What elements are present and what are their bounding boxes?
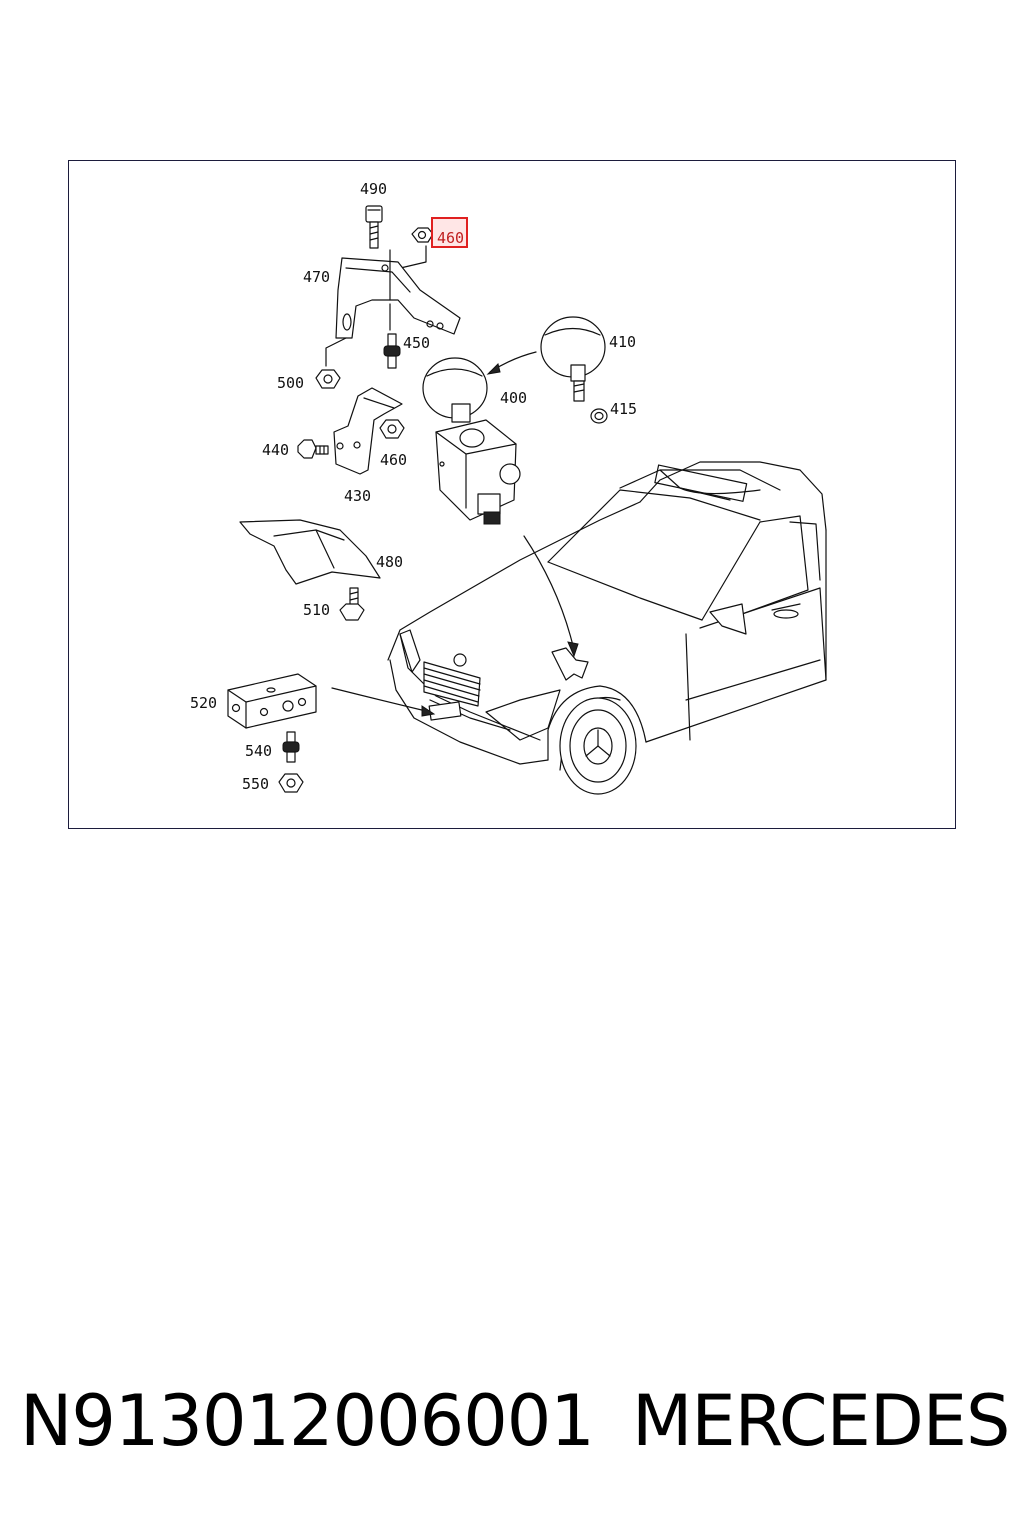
callout-450: 450	[403, 334, 430, 352]
part-440-bolt	[297, 439, 329, 459]
car-illustration	[387, 461, 827, 795]
callout-415: 415	[610, 400, 637, 418]
part-caption: N913012006001 MERCEDES	[20, 1376, 1010, 1466]
arrow-block-to-car	[331, 687, 436, 717]
callout-550: 550	[242, 775, 269, 793]
part-460-nut-lower	[379, 419, 405, 439]
part-415-seal-ring	[590, 408, 608, 424]
exploded-parts-diagram: 490 460 470 450 410 400 500 415 440 460 …	[190, 180, 827, 795]
part-430-bracket	[333, 387, 403, 475]
part-510-bolt	[339, 587, 365, 621]
part-480-cover	[239, 519, 381, 585]
callout-410: 410	[609, 333, 636, 351]
arrow-valve-to-car	[523, 535, 579, 658]
brand-name: MERCEDES	[632, 1380, 1010, 1462]
callout-490: 490	[360, 180, 387, 198]
callout-480: 480	[376, 553, 403, 571]
callout-500: 500	[277, 374, 304, 392]
callout-470: 470	[303, 268, 330, 286]
part-400-accumulator-valve	[422, 357, 521, 525]
callout-440: 440	[262, 441, 289, 459]
callout-460-top: 460	[437, 229, 464, 247]
parts-diagram-frame	[68, 160, 956, 829]
callout-460-highlight-box	[431, 217, 468, 248]
part-number: N913012006001	[20, 1380, 595, 1462]
part-540-rubber-mount	[282, 731, 300, 763]
part-490-bolt	[365, 205, 383, 249]
callout-510: 510	[303, 601, 330, 619]
part-500-nut	[315, 369, 341, 389]
callout-460-lower: 460	[380, 451, 407, 469]
part-460-nut-top	[391, 227, 434, 271]
part-550-nut	[278, 773, 304, 793]
callout-400: 400	[500, 389, 527, 407]
part-520-mount-block	[227, 673, 317, 729]
arrow-410-to-400	[486, 351, 537, 375]
part-450-rubber-mount	[383, 333, 401, 369]
part-470-bracket	[325, 249, 461, 367]
callout-540: 540	[245, 742, 272, 760]
callout-520: 520	[190, 694, 217, 712]
part-410-accumulator	[540, 316, 606, 402]
callout-430: 430	[344, 487, 371, 505]
